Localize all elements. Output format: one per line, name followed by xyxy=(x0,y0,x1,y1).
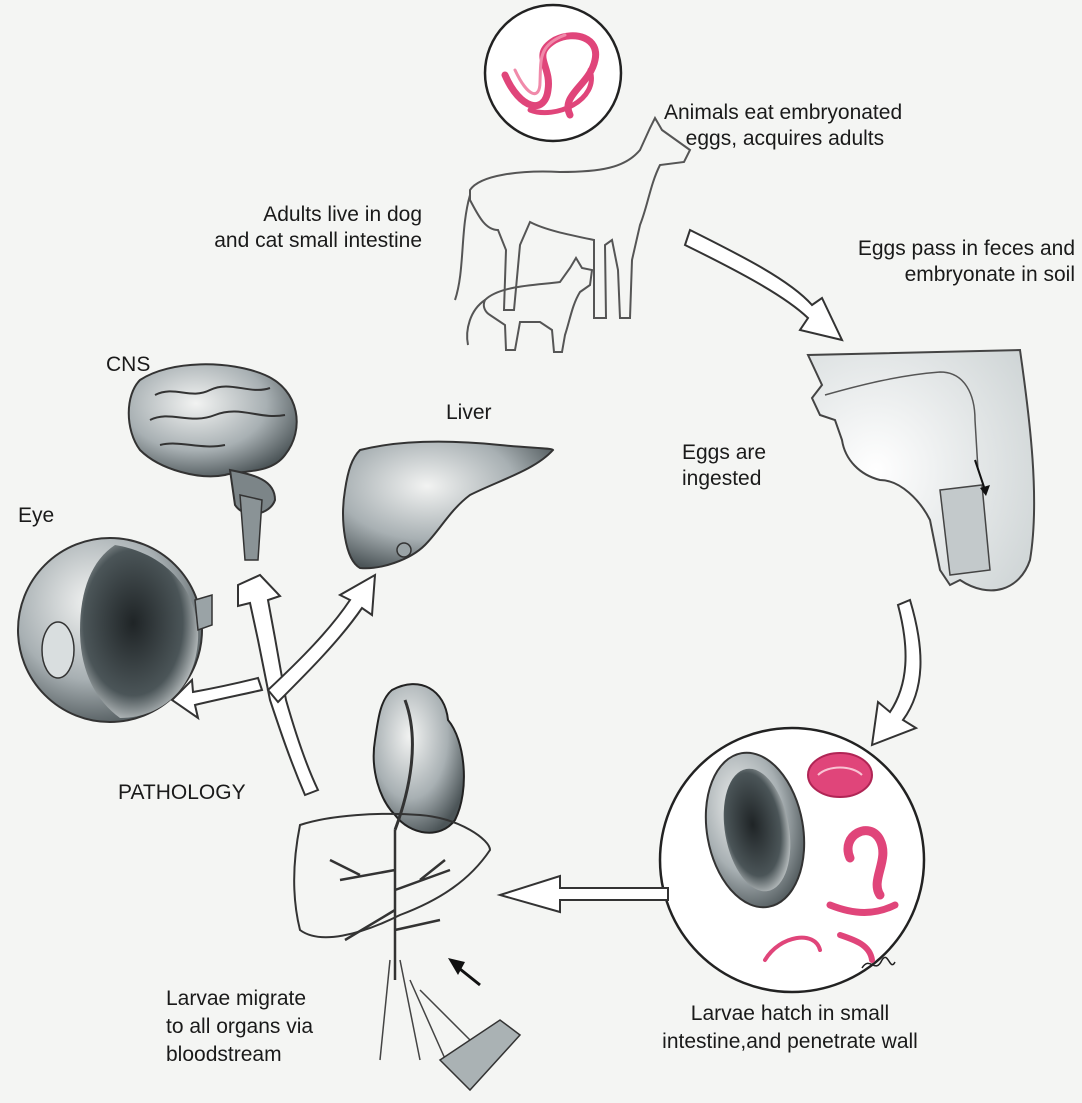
label-eye: Eye xyxy=(18,503,54,529)
label-animals-eat: Animals eat embryonated eggs, acquires a… xyxy=(664,100,902,152)
label-adults-live: Adults live in dog and cat small intesti… xyxy=(140,202,422,254)
intestine-circle xyxy=(660,728,924,992)
adult-worms-circle xyxy=(485,5,621,141)
label-line: bloodstream xyxy=(166,1041,313,1069)
label-eggs-ingested: Eggs are ingested xyxy=(682,440,766,492)
label-line: Animals eat embryonated xyxy=(664,100,902,126)
label-larvae-migrate: Larvae migrate to all organs via bloodst… xyxy=(166,985,313,1069)
cat-illustration xyxy=(467,258,592,352)
dog-illustration xyxy=(455,118,690,318)
heart-circulation-illustration xyxy=(294,684,520,1090)
label-line: ingested xyxy=(682,466,766,492)
label-line: and cat small intestine xyxy=(140,228,422,254)
eggs-ingested-illustration xyxy=(808,350,1034,590)
label-larvae-hatch: Larvae hatch in small intestine,and pene… xyxy=(610,1000,970,1056)
label-line: Eggs are xyxy=(682,440,766,466)
liver-illustration xyxy=(343,442,553,569)
label-cns: CNS xyxy=(106,352,150,378)
label-line: Eggs pass in feces and xyxy=(770,236,1075,262)
label-pathology: PATHOLOGY xyxy=(118,780,246,806)
label-line: to all organs via xyxy=(166,1013,313,1041)
label-eggs-pass: Eggs pass in feces and embryonate in soi… xyxy=(770,236,1075,288)
label-line: Adults live in dog xyxy=(140,202,422,228)
label-line: intestine,and penetrate wall xyxy=(610,1028,970,1056)
label-line: Larvae hatch in small xyxy=(610,1000,970,1028)
label-line: eggs, acquires adults xyxy=(664,126,902,152)
brain-illustration xyxy=(129,364,297,560)
label-line: embryonate in soil xyxy=(770,262,1075,288)
label-liver: Liver xyxy=(446,400,492,426)
label-line: Larvae migrate xyxy=(166,985,313,1013)
